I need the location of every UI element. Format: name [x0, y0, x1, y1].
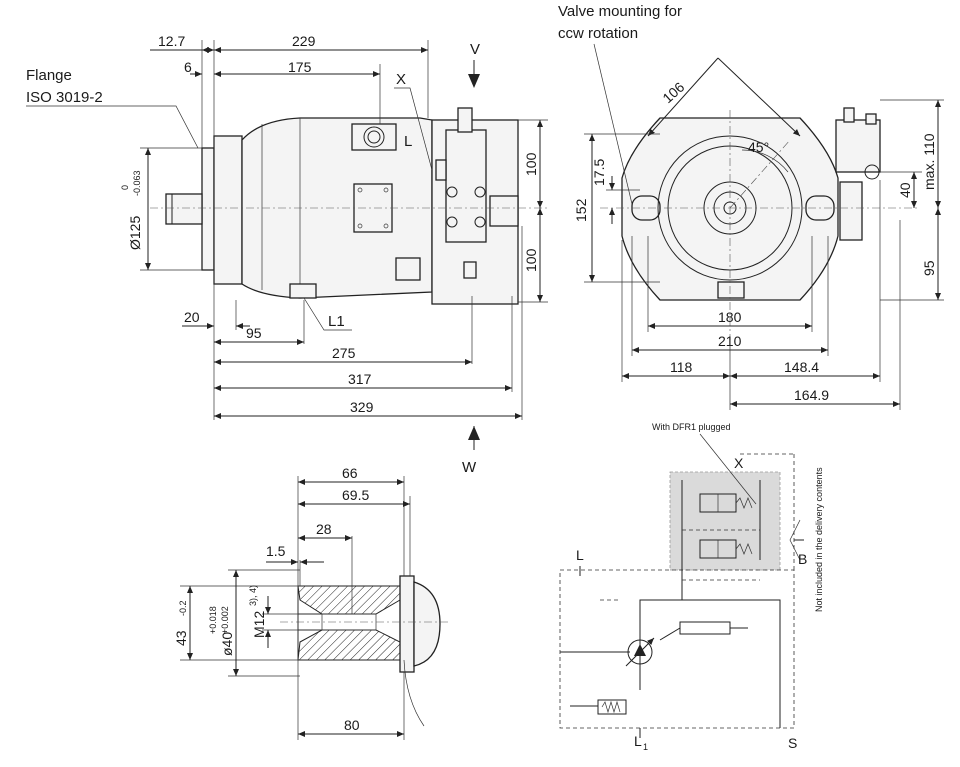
dim-17-5: 17.5 — [591, 159, 607, 186]
dim-66: 66 — [342, 465, 358, 481]
dim-95: 95 — [246, 325, 262, 341]
front-control-valve — [835, 119, 881, 173]
schematic-port-s: S — [788, 735, 797, 751]
dim-dia125-tol-up: 0 — [120, 185, 130, 190]
dim-95-right: 95 — [921, 260, 937, 276]
shaft-section-view: 66 69.5 28 1.5 43 -0.2 ø40 +0.018 +0.002… — [173, 465, 450, 740]
drive-shaft — [165, 193, 203, 225]
port-x-label: X — [396, 71, 406, 88]
dim-100-top: 100 — [523, 152, 539, 176]
dim-148-4: 148.4 — [784, 359, 819, 375]
dim-12-7: 12.7 — [158, 33, 185, 49]
dim-43: 43 — [173, 630, 189, 646]
view-w-label: W — [462, 459, 477, 476]
dim-dia40-tol-up: +0.018 — [208, 606, 218, 634]
dim-180: 180 — [718, 309, 742, 325]
port-l-label: L — [404, 133, 412, 150]
dim-6: 6 — [184, 59, 192, 75]
schematic-port-l1-sub: 1 — [643, 742, 648, 752]
valve-note-line1: Valve mounting for — [558, 3, 682, 20]
pump-symbol — [627, 639, 653, 665]
shaft-section-top — [297, 585, 401, 615]
drain-port-l1 — [289, 283, 317, 299]
dim-275: 275 — [332, 345, 356, 361]
schematic-port-b: B — [798, 551, 807, 567]
dim-118: 118 — [670, 359, 693, 375]
hydraulic-schematic: With DFR1 plugged Not included in the de… — [559, 422, 824, 752]
dim-317: 317 — [348, 371, 372, 387]
side-view: 12.7 229 6 175 Flange ISO 3019-2 X L V W… — [26, 33, 548, 476]
flange-label: Flange — [26, 67, 72, 84]
dim-40: 40 — [897, 182, 913, 198]
shaft-flange — [399, 575, 415, 673]
flange-plate — [201, 147, 215, 271]
dim-152: 152 — [573, 198, 589, 222]
dim-dia40-tol-low: +0.002 — [220, 606, 230, 634]
front-view: Valve mounting for ccw rotation 106 45° … — [558, 3, 944, 410]
dim-329: 329 — [350, 399, 374, 415]
mounting-flange — [213, 135, 243, 285]
dim-dia125: Ø125 — [127, 216, 143, 250]
dim-43-tol: -0.2 — [178, 600, 188, 616]
dim-m12-note: 3), 4) — [248, 585, 258, 606]
valve-note-line2: ccw rotation — [558, 25, 638, 42]
schematic-port-x: X — [734, 455, 744, 471]
dim-1-5: 1.5 — [266, 543, 286, 559]
dim-69-5: 69.5 — [342, 487, 369, 503]
controller-shaded-area — [669, 471, 781, 571]
dim-m12: M12 — [251, 611, 267, 638]
dim-164-9: 164.9 — [794, 387, 829, 403]
note-not-included: Not included in the delivery contents — [814, 467, 824, 612]
dim-106: 106 — [659, 79, 687, 107]
port-boss-top — [351, 123, 397, 151]
dim-max110: max. 110 — [921, 133, 937, 190]
schematic-port-l1: L — [634, 733, 642, 749]
dim-20: 20 — [184, 309, 200, 325]
note-dfr1-plugged: With DFR1 plugged — [652, 422, 731, 432]
dim-175: 175 — [288, 59, 312, 75]
dim-dia125-tol-low: -0.063 — [132, 170, 142, 196]
control-valve — [445, 129, 487, 243]
flange-standard-label: ISO 3019-2 — [26, 89, 103, 106]
dim-100-bottom: 100 — [523, 248, 539, 272]
dim-229: 229 — [292, 33, 316, 49]
dim-dia40: ø40 — [219, 632, 235, 656]
drain-l1-label: L1 — [328, 313, 345, 330]
shaft-section-bottom — [297, 629, 401, 661]
view-v-label: V — [470, 41, 480, 58]
dim-28: 28 — [316, 521, 332, 537]
dim-45deg: 45° — [748, 139, 769, 155]
schematic-port-l: L — [576, 547, 584, 563]
dim-80: 80 — [344, 717, 360, 733]
